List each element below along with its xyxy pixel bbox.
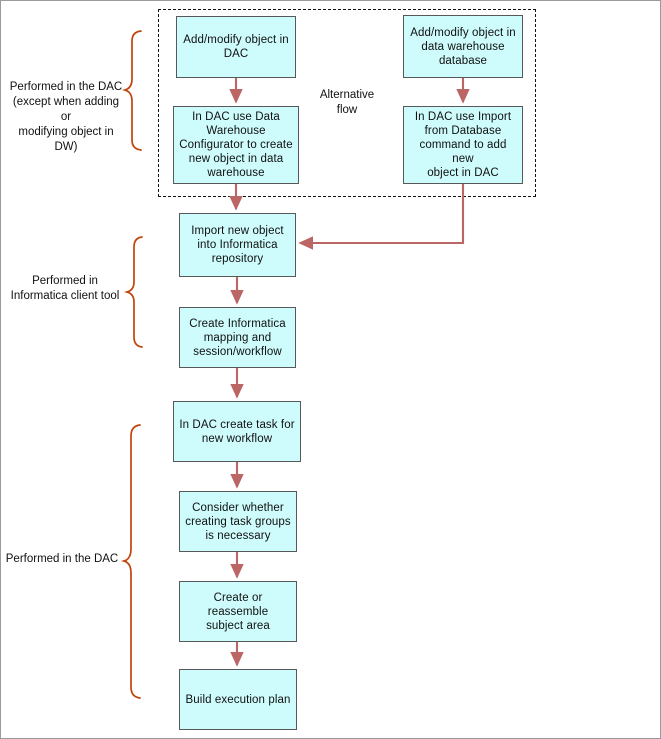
node-dw-configurator[interactable]: In DAC use Data Warehouse Configurator t… — [173, 106, 299, 184]
node-subject-area[interactable]: Create or reassemble subject area — [179, 581, 297, 642]
brace-dac-top — [121, 30, 142, 151]
node-add-modify-dw-db[interactable]: Add/modify object in data warehouse data… — [403, 15, 523, 78]
brace-informatica — [123, 236, 143, 348]
node-create-task[interactable]: In DAC create task for new workflow — [173, 401, 301, 462]
node-add-modify-dac[interactable]: Add/modify object in DAC — [176, 16, 296, 78]
alternative-flow-label: Alternative flow — [319, 89, 375, 116]
node-task-groups[interactable]: Consider whether creating task groups is… — [179, 491, 297, 552]
group-label-informatica: Performed in Informatica client tool — [10, 275, 120, 302]
node-create-mapping[interactable]: Create Informatica mapping and session/w… — [179, 307, 296, 368]
node-import-new-object[interactable]: Import new object into Informatica repos… — [179, 213, 296, 277]
node-import-from-database[interactable]: In DAC use Import from Database command … — [403, 106, 523, 184]
group-label-dac-top: Performed in the DAC (except when adding… — [9, 81, 123, 153]
group-label-dac-bottom: Performed in the DAC — [5, 553, 119, 565]
node-execution-plan[interactable]: Build execution plan — [179, 669, 297, 730]
brace-dac-bottom — [120, 424, 141, 699]
brace-group — [120, 30, 143, 699]
